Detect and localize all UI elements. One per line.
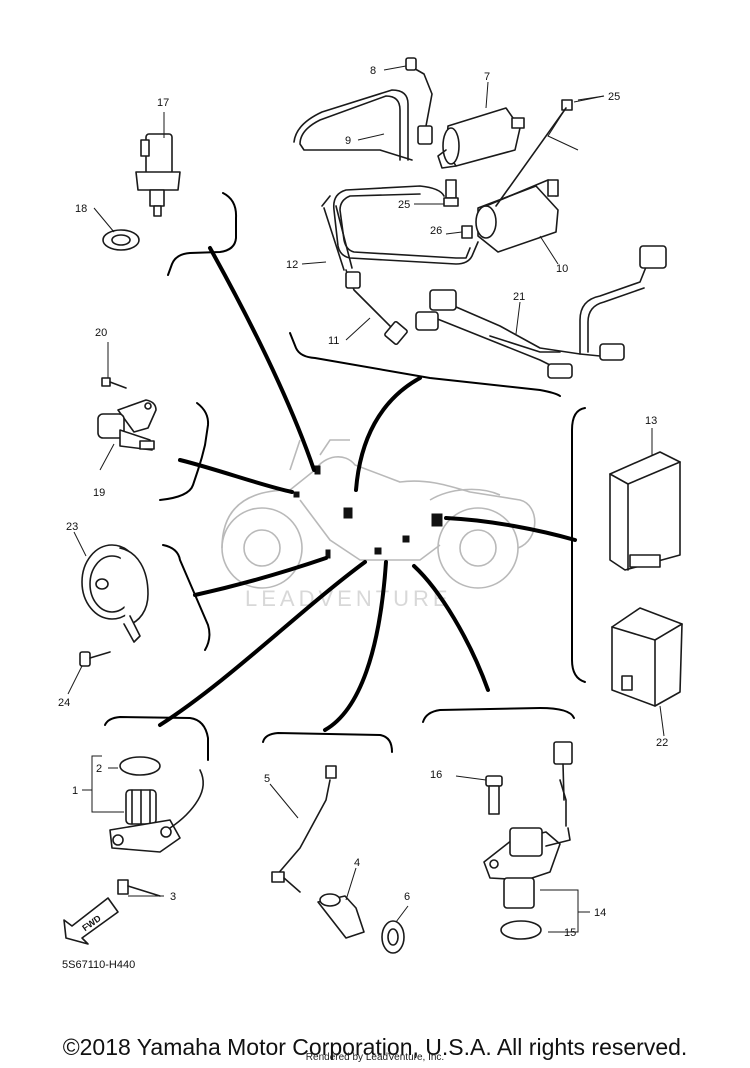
callout-12: 12 (286, 259, 298, 271)
callout-21: 21 (513, 291, 525, 303)
coil-bolt-25 (443, 99, 573, 207)
callout-4: 4 (354, 857, 360, 869)
forward-arrow-icon: FWD (63, 897, 119, 945)
spark-plug-lead-lower (345, 269, 408, 346)
temperature-sensor (135, 133, 181, 217)
leader-lines (158, 246, 577, 732)
callout-17: 17 (157, 97, 169, 109)
wire-harness (415, 245, 667, 379)
callout-15: 15 (564, 927, 576, 939)
callout-24: 24 (58, 697, 70, 709)
callout-2: 2 (96, 763, 102, 775)
ecu-unit (609, 451, 681, 571)
copyright-notice: ©2018 Yamaha Motor Corporation, U.S.A. A… (62, 1034, 688, 1060)
coil-screw (117, 879, 161, 897)
callout-22: 22 (656, 737, 668, 749)
ignition-coil-upper (437, 107, 525, 169)
spark-plug-lead-upper (405, 57, 433, 145)
crankshaft-sensor (483, 741, 573, 909)
watermark-text: LEADVENTURE (245, 586, 452, 611)
callout-16: 16 (430, 769, 442, 781)
callout-leaders (67, 65, 665, 933)
rendered-by-notice: Rendered by LeadVenture, Inc. (305, 1052, 445, 1063)
relay-unit (611, 607, 683, 707)
callout-6: 6 (404, 891, 410, 903)
callout-18: 18 (75, 203, 87, 215)
callout-1: 1 (72, 785, 78, 797)
pickup-coil-assembly (109, 756, 204, 853)
location-markers (293, 465, 443, 559)
ignition-coil-lower (475, 179, 559, 253)
group-brackets (104, 192, 586, 761)
callout-labels: 17 18 20 19 23 24 2 1 3 5 4 6 16 14 15 1… (58, 65, 668, 939)
gasket-washer (102, 229, 140, 251)
collar-26 (461, 225, 473, 239)
callout-11: 11 (328, 335, 339, 347)
crank-sensor-bolt (485, 775, 503, 815)
callout-13: 13 (645, 415, 657, 427)
throttle-position-sensor (97, 399, 157, 451)
motorcycle-outline: LEADVENTURE (221, 439, 536, 611)
sensor-gasket (381, 920, 405, 954)
high-tension-cord-lower (321, 185, 479, 271)
callout-25-top: 25 (608, 91, 620, 103)
sensor-cable (271, 765, 337, 893)
callout-10: 10 (556, 263, 568, 275)
callout-26: 26 (430, 225, 442, 237)
callout-20: 20 (95, 327, 107, 339)
callout-8: 8 (370, 65, 376, 77)
callout-9: 9 (345, 135, 351, 147)
callout-3: 3 (170, 891, 176, 903)
callout-19: 19 (93, 487, 105, 499)
callout-7: 7 (484, 71, 490, 83)
callout-5: 5 (264, 773, 270, 785)
crank-sensor-oring (500, 920, 542, 940)
callout-14: 14 (594, 907, 606, 919)
sensor-bolt (101, 377, 127, 389)
high-tension-cord-upper (293, 89, 413, 161)
diagram-reference: 5S67110-H440 (62, 959, 135, 971)
horn-bolt (79, 651, 111, 667)
callout-25: 25 (398, 199, 410, 211)
horn (81, 544, 149, 643)
callout-23: 23 (66, 521, 78, 533)
oxygen-sensor (317, 893, 365, 939)
